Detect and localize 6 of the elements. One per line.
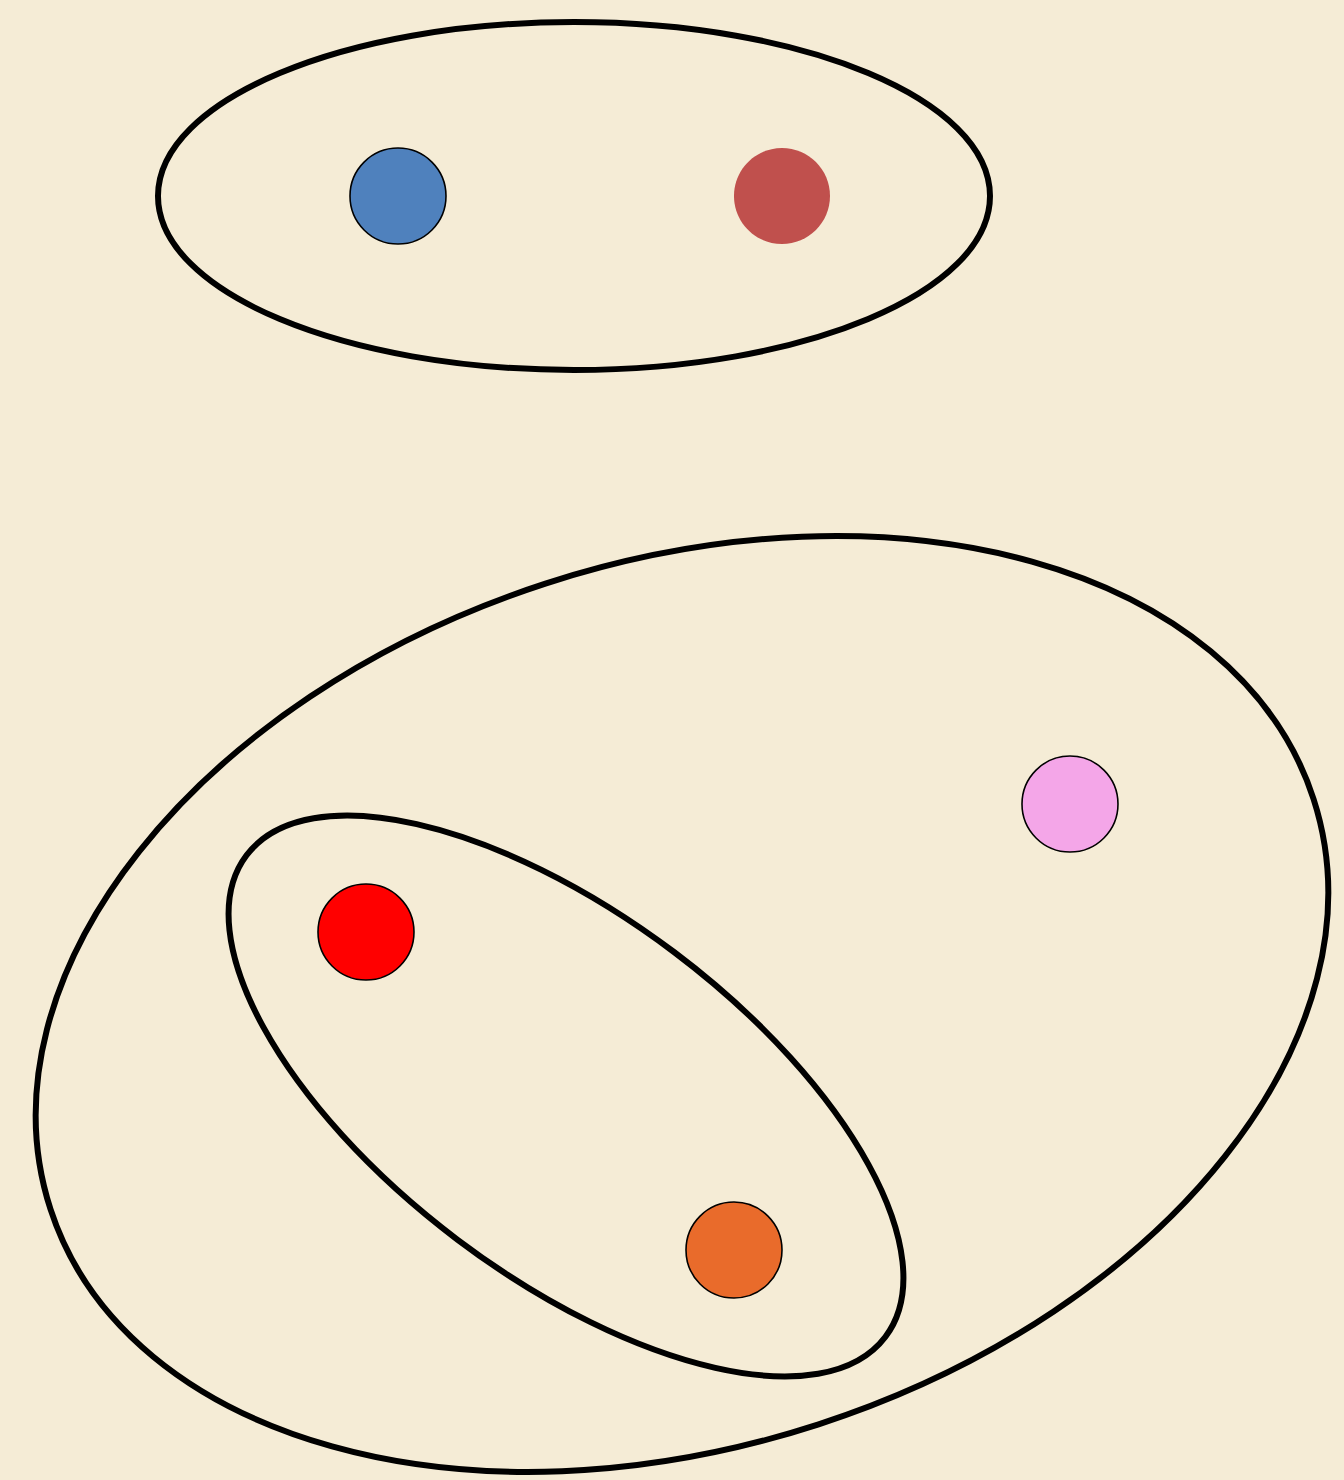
dot <box>317 883 415 981</box>
dot <box>685 1201 783 1299</box>
dot <box>1021 755 1119 853</box>
set-ellipse <box>155 19 993 373</box>
dot <box>349 147 447 245</box>
dot <box>734 148 830 244</box>
